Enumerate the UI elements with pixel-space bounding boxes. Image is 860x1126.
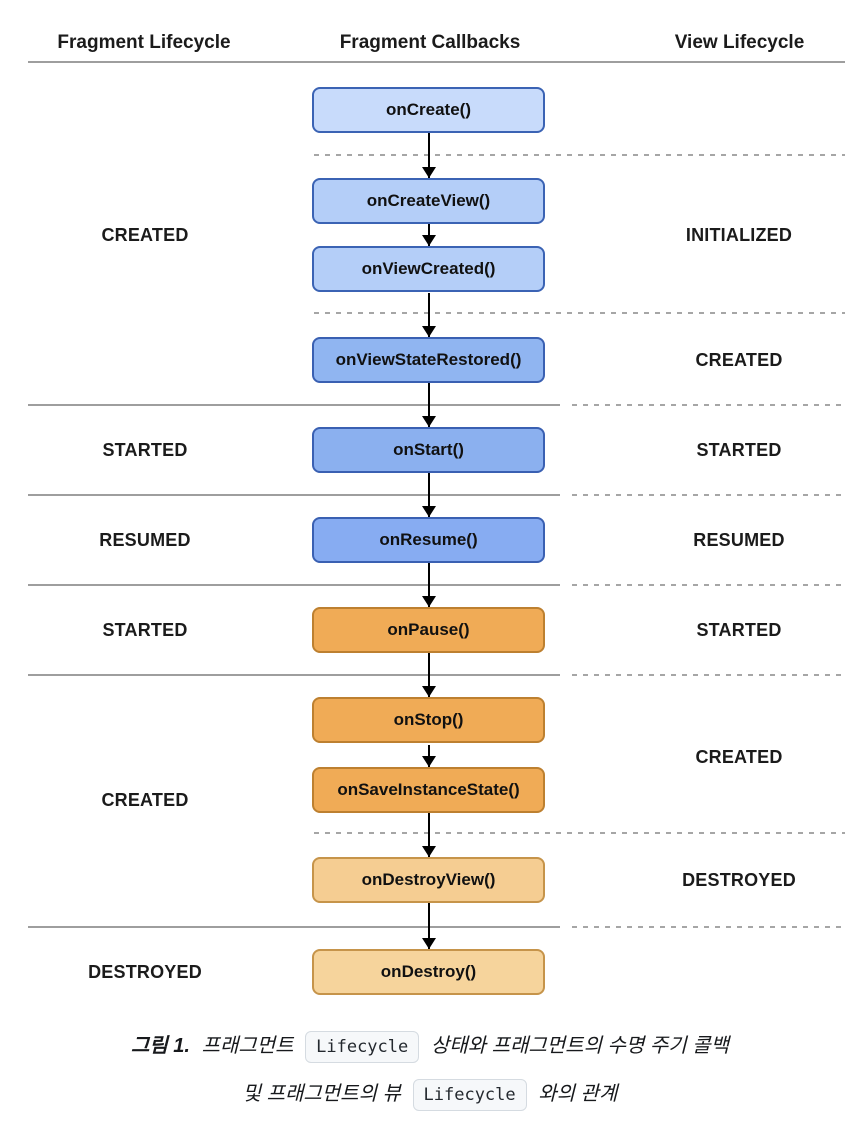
view-state-created: CREATED [695, 350, 783, 370]
flow-arrow-down-icon [421, 653, 437, 697]
callback-box-oncreateview: onCreateView() [312, 178, 545, 224]
figure-number: 그림 1. [130, 1035, 190, 1057]
flow-arrow-down-icon [421, 745, 437, 767]
callback-box-ondestroyview: onDestroyView() [312, 857, 545, 903]
callback-box-onstart: onStart() [312, 427, 545, 473]
header-divider-line [28, 61, 845, 63]
fragment-state-created: CREATED [101, 790, 189, 810]
callback-box-onresume: onResume() [312, 517, 545, 563]
callback-box-onpause: onPause() [312, 607, 545, 653]
view-state-divider [572, 674, 845, 676]
flow-arrow-down-icon [421, 293, 437, 337]
view-state-divider [314, 312, 845, 314]
column-header-view-lifecycle: View Lifecycle [674, 32, 805, 53]
view-state-started: STARTED [696, 440, 782, 460]
code-chip-lifecycle: Lifecycle [305, 1031, 420, 1063]
caption-line-1: 그림 1. 프래그먼트 Lifecycle 상태와 프래그먼트의 수명 주기 콜… [0, 1022, 860, 1070]
fragment-state-divider [28, 494, 560, 496]
callback-box-oncreate: onCreate() [312, 87, 545, 133]
fragment-state-started: STARTED [102, 440, 188, 460]
view-state-divider [572, 926, 845, 928]
view-state-divider [572, 584, 845, 586]
flow-arrow-down-icon [421, 473, 437, 517]
callback-box-onviewstaterestored: onViewStateRestored() [312, 337, 545, 383]
column-header-fragment-callbacks: Fragment Callbacks [339, 32, 521, 53]
fragment-state-divider [28, 404, 560, 406]
flow-arrow-down-icon [421, 383, 437, 427]
callback-box-onsaveinstancestate: onSaveInstanceState() [312, 767, 545, 813]
view-state-created: CREATED [695, 747, 783, 767]
caption-text: 프래그먼트 [201, 1035, 294, 1057]
caption-text: 상태와 프래그먼트의 수명 주기 콜백 [430, 1035, 730, 1057]
column-header-fragment-lifecycle: Fragment Lifecycle [57, 32, 231, 53]
view-state-divider [572, 404, 845, 406]
fragment-state-created: CREATED [101, 225, 189, 245]
callback-box-ondestroy: onDestroy() [312, 949, 545, 995]
flow-arrow-down-icon [421, 133, 437, 178]
fragment-state-divider [28, 926, 560, 928]
flow-arrow-down-icon [421, 903, 437, 949]
view-state-resumed: RESUMED [693, 530, 785, 550]
flow-arrow-down-icon [421, 563, 437, 607]
caption-text: 및 프래그먼트의 뷰 [242, 1083, 401, 1105]
fragment-state-started: STARTED [102, 620, 188, 640]
code-chip-lifecycle: Lifecycle [412, 1079, 527, 1111]
flow-arrow-down-icon [421, 813, 437, 857]
view-state-started: STARTED [696, 620, 782, 640]
fragment-state-resumed: RESUMED [99, 530, 191, 550]
view-state-initialized: INITIALIZED [685, 225, 793, 245]
view-state-divider [314, 154, 845, 156]
figure-caption: 그림 1. 프래그먼트 Lifecycle 상태와 프래그먼트의 수명 주기 콜… [0, 1022, 860, 1118]
view-state-destroyed: DESTROYED [682, 870, 796, 890]
callback-box-onstop: onStop() [312, 697, 545, 743]
flow-arrow-down-icon [421, 224, 437, 246]
caption-text: 와의 관계 [538, 1083, 618, 1105]
view-state-divider [572, 494, 845, 496]
fragment-state-divider [28, 584, 560, 586]
fragment-state-divider [28, 674, 560, 676]
view-state-divider [314, 832, 845, 834]
fragment-state-destroyed: DESTROYED [88, 962, 202, 982]
callback-box-onviewcreated: onViewCreated() [312, 246, 545, 292]
caption-line-2: 및 프래그먼트의 뷰 Lifecycle 와의 관계 [0, 1070, 860, 1118]
